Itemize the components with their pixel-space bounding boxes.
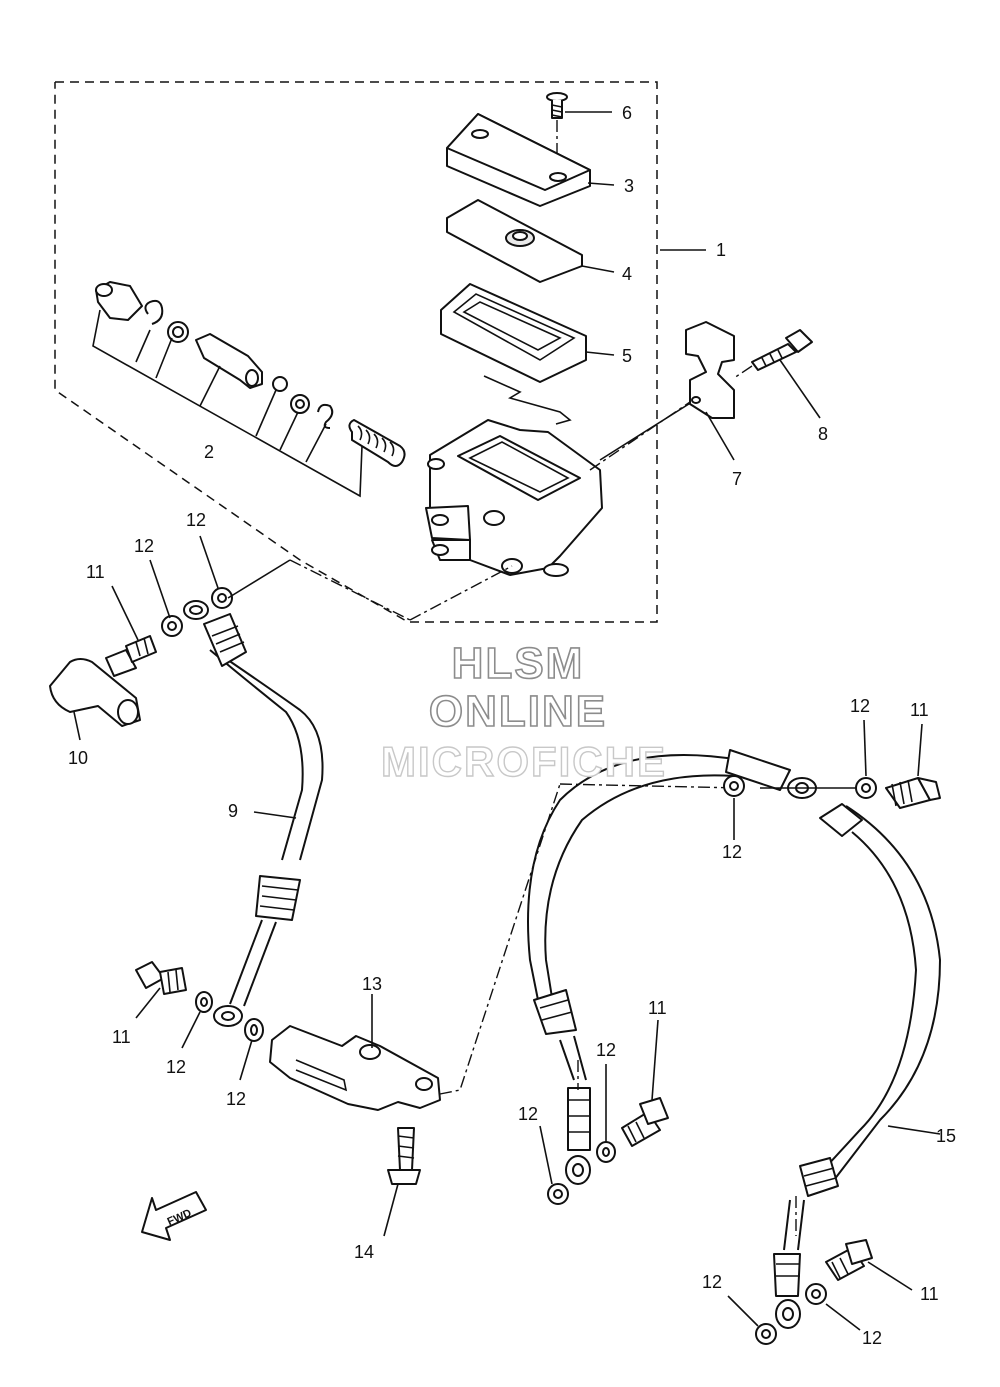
part-12-washer-lower-left-b[interactable]	[244, 1018, 264, 1042]
callout-11-mid-right: 11	[648, 998, 667, 1018]
callout-15: 15	[936, 1126, 956, 1146]
callout-11-lower-right: 11	[920, 1284, 939, 1304]
callout-11-upper-right: 11	[910, 700, 929, 720]
part-12-washer-mid-right-b[interactable]	[547, 1183, 569, 1205]
callout-9: 9	[228, 801, 238, 821]
watermark-line2: ONLINE	[429, 687, 607, 736]
part-11-banjo-bolt-lower-left[interactable]	[135, 961, 187, 995]
part-9-brake-hose[interactable]	[183, 600, 324, 1027]
part-11-banjo-bolt-upper-right[interactable]	[885, 777, 941, 809]
part-4-diaphragm-plate[interactable]	[446, 199, 583, 283]
part-10-cap[interactable]	[49, 658, 141, 727]
watermark-line1: HLSM	[452, 639, 585, 688]
callout-13: 13	[362, 974, 382, 994]
part-12-washer-lower-left-a[interactable]	[195, 991, 213, 1013]
callout-11-upper-left: 11	[86, 562, 105, 582]
callout-12-c: 12	[166, 1057, 186, 1077]
callout-7: 7	[732, 469, 742, 489]
master-cylinder-body[interactable]	[425, 419, 603, 577]
callout-5: 5	[622, 346, 632, 366]
watermark: HLSM ONLINE MICROFICHE	[380, 638, 667, 786]
callout-10: 10	[68, 748, 88, 768]
watermark-line3: MICROFICHE	[381, 738, 667, 785]
callout-11-lower-left: 11	[112, 1027, 131, 1047]
callout-labels: 1 2 3 4 5 6 7 8 9 10 11 11 11 11 11 12 1…	[68, 103, 956, 1348]
callout-12-e: 12	[850, 696, 870, 716]
part-3-reservoir-cap[interactable]	[446, 113, 591, 207]
callout-3: 3	[624, 176, 634, 196]
part-11-banjo-bolt-lower-right[interactable]	[825, 1239, 873, 1281]
callout-12-h: 12	[518, 1104, 538, 1124]
part-13-hose-joint[interactable]	[269, 1025, 441, 1111]
callout-12-j: 12	[862, 1328, 882, 1348]
callout-2: 2	[204, 442, 214, 462]
part-12-washer-upper-right[interactable]	[855, 777, 877, 799]
callout-12-i: 12	[702, 1272, 722, 1292]
callout-14: 14	[354, 1242, 374, 1262]
part-12-washer-mid-right-a[interactable]	[596, 1141, 616, 1163]
callout-12-f: 12	[722, 842, 742, 862]
callout-12-a: 12	[186, 510, 206, 530]
part-5-diaphragm[interactable]	[440, 283, 587, 425]
part-11-banjo-bolt-mid-right[interactable]	[621, 1097, 669, 1147]
part-12-washer-lower-right-b[interactable]	[755, 1323, 777, 1345]
part-14-bolt[interactable]	[387, 1127, 421, 1185]
part-7-clamp[interactable]	[685, 321, 735, 419]
callout-8: 8	[818, 424, 828, 444]
part-11-banjo-bolt-upper-left[interactable]	[105, 615, 183, 677]
part-8-clamp-bolt[interactable]	[751, 329, 813, 371]
part-12-washer-upper-left[interactable]	[211, 587, 233, 609]
part-15-brake-hose[interactable]	[527, 749, 942, 1329]
leader-lines	[111, 111, 941, 1331]
callout-12-b: 12	[134, 536, 154, 556]
callout-12-g: 12	[596, 1040, 616, 1060]
callout-4: 4	[622, 264, 632, 284]
part-2-piston-kit[interactable]	[95, 281, 406, 467]
callout-12-d: 12	[226, 1089, 246, 1109]
part-12-washer-lower-right-a[interactable]	[805, 1283, 827, 1305]
assembly-boundary	[54, 81, 658, 623]
part-6-screw[interactable]	[546, 92, 568, 119]
fwd-arrow-icon: FWD	[141, 1191, 207, 1241]
callout-1: 1	[716, 240, 726, 260]
callout-6: 6	[622, 103, 632, 123]
